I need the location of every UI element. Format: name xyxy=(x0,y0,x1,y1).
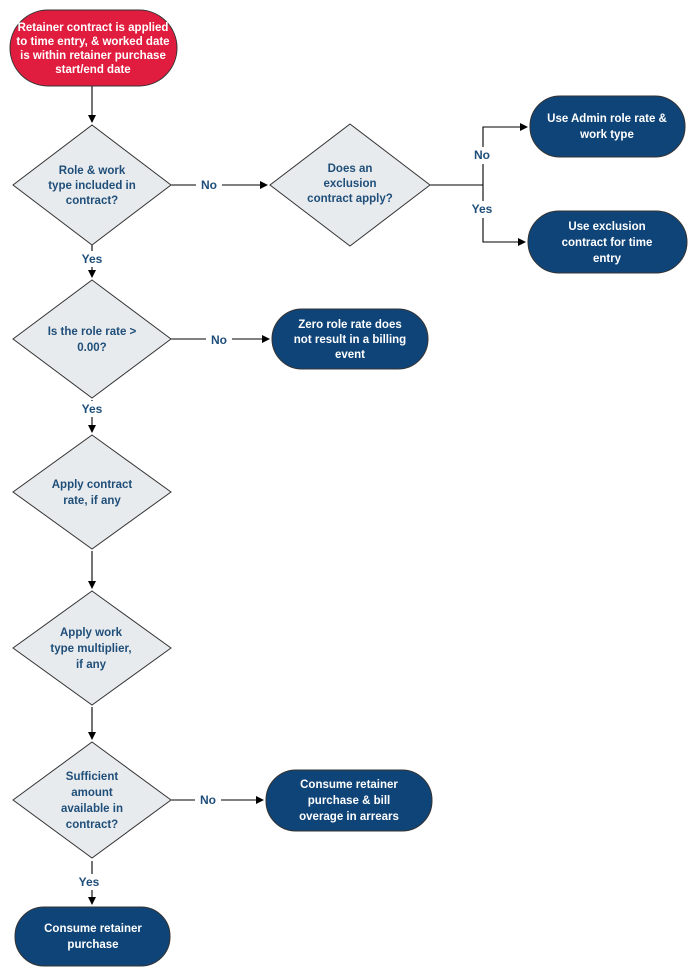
node-label-line: rate, if any xyxy=(63,495,121,507)
decision-apply-rate: Apply contract rate, if any xyxy=(12,434,172,550)
node-label-consume-bill: Consume retainer purchase & bill overage i… xyxy=(299,779,399,823)
node-label-line: Role & work xyxy=(59,165,126,177)
decision-rate-positive: Is the role rate > 0.00? xyxy=(12,279,172,399)
start-node: Retainer contract is applied to time entr… xyxy=(9,9,178,87)
label-exclusion-yes: Yes xyxy=(472,202,493,216)
label-role-no: No xyxy=(201,178,217,192)
decision-sufficient: Sufficient amount available in contract? xyxy=(12,741,172,859)
label-rate-yes: Yes xyxy=(82,402,103,416)
node-label-consume: Consume retainer purchase xyxy=(44,923,142,951)
node-label-zero-rate: Zero role rate does not result in a billi… xyxy=(294,319,406,361)
node-label-rate-positive: Is the role rate > 0.00? xyxy=(48,326,137,354)
node-label-line: Is the role rate > xyxy=(48,326,137,338)
node-label-line: 0.00? xyxy=(77,342,106,354)
node-label-line: Does an xyxy=(328,163,373,175)
label-exclusion-no: No xyxy=(474,148,490,162)
node-label-line: Use exclusion xyxy=(568,221,645,233)
node-label-apply-rate: Apply contract rate, if any xyxy=(52,479,133,507)
node-label-exclusion-contract: Use exclusion contract for time entry xyxy=(562,221,653,265)
node-label-line: Sufficient xyxy=(66,771,119,783)
node-label-line: entry xyxy=(593,253,622,265)
node-label-sufficient: Sufficient amount available in contract? xyxy=(61,771,123,831)
node-label-line: is within retainer purchase xyxy=(20,50,166,62)
node-label-line: contract? xyxy=(66,819,118,831)
node-label-line: available in xyxy=(61,803,123,815)
node-label-line: purchase xyxy=(67,939,118,951)
node-label-line: overage in arrears xyxy=(299,811,399,823)
node-label-apply-multiplier: Apply work type multiplier, if any xyxy=(50,627,131,671)
decision-role-included: Role & work type included in contract? xyxy=(12,124,172,246)
edge-branch-to-admin xyxy=(482,123,528,185)
node-label-line: work type xyxy=(579,129,634,141)
node-label-line: Use Admin role rate & xyxy=(547,113,667,125)
terminal-consume: Consume retainer purchase xyxy=(14,906,171,967)
node-label-line: contract? xyxy=(66,195,118,207)
terminal-admin-rate: Use Admin role rate & work type xyxy=(529,95,686,158)
node-label-line: contract for time xyxy=(562,237,653,249)
node-label-line: Apply contract xyxy=(52,479,133,491)
node-label-line: type included in xyxy=(48,180,136,192)
node-label-line: type multiplier, xyxy=(50,643,131,655)
node-label-line: Zero role rate does xyxy=(298,319,402,331)
terminal-consume-bill: Consume retainer purchase & bill overage i… xyxy=(265,769,433,832)
node-label-start: Retainer contract is applied to time entr… xyxy=(16,22,169,76)
node-label-role-included: Role & work type included in contract? xyxy=(48,165,136,207)
node-label-line: amount xyxy=(71,787,113,799)
node-label-admin-rate: Use Admin role rate & work type xyxy=(547,113,667,141)
decision-apply-multiplier: Apply work type multiplier, if any xyxy=(12,590,172,706)
node-label-exclusion-apply: Does an exclusion contract apply? xyxy=(307,163,393,205)
edge-labels: No No Yes Yes No Yes No Yes xyxy=(75,147,497,890)
decision-exclusion-apply: Does an exclusion contract apply? xyxy=(269,123,431,247)
node-label-line: contract apply? xyxy=(307,193,393,205)
node-label-line: not result in a billing xyxy=(294,334,406,346)
label-sufficient-yes: Yes xyxy=(79,875,100,889)
label-role-yes: Yes xyxy=(82,252,103,266)
node-label-line: purchase & bill xyxy=(308,795,390,807)
node-label-line: Consume retainer xyxy=(44,923,142,935)
terminal-zero-rate: Zero role rate does not result in a billi… xyxy=(271,308,429,370)
node-label-line: to time entry, & worked date xyxy=(16,36,169,48)
node-label-line: Retainer contract is applied xyxy=(18,22,169,34)
label-sufficient-no: No xyxy=(200,793,216,807)
label-rate-no: No xyxy=(211,333,227,347)
terminal-exclusion-contract: Use exclusion contract for time entry xyxy=(527,210,688,274)
node-label-line: Consume retainer xyxy=(300,779,398,791)
node-label-line: event xyxy=(335,349,365,361)
node-label-line: exclusion xyxy=(323,178,376,190)
node-label-line: start/end date xyxy=(55,64,130,76)
node-label-line: Apply work xyxy=(60,627,123,639)
node-label-line: if any xyxy=(76,659,107,671)
